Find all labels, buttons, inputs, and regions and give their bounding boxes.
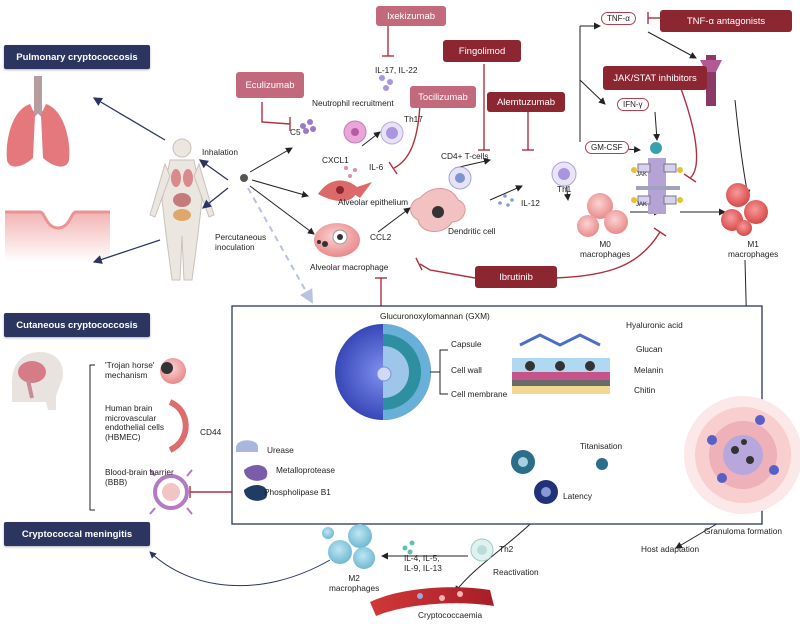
cytokine-dot	[402, 545, 408, 551]
il6-label: IL-6	[369, 162, 384, 172]
cd44-label: CD44	[200, 427, 222, 437]
cd4-tcells-label: CD4+ T-cells	[441, 151, 489, 161]
jak-label-2: JAK	[636, 202, 648, 208]
il12-label: IL-12	[521, 198, 540, 208]
granuloma-label: Granuloma formation	[704, 526, 782, 536]
jak-stat-inhibitors-box: JAK/STAT inhibitors	[603, 66, 707, 90]
receptor-illustrations	[631, 55, 722, 214]
alveolar-epithelium-label: Alveolar epithelium	[338, 197, 409, 207]
cryptococcus-panel	[231, 305, 763, 525]
glucan-label: Glucan	[636, 344, 663, 354]
head-illustration	[12, 352, 64, 410]
latency-label: Latency	[563, 491, 593, 501]
cell-membrane-label: Cell membrane	[451, 389, 508, 399]
il4-il13-label: IL-4, IL-5, IL-9, IL-13	[404, 553, 442, 573]
dendritic-cell-label: Dendritic cell	[448, 226, 496, 236]
cytokine-dot	[407, 549, 413, 555]
th2-cell	[470, 538, 494, 562]
c5-label: C5	[290, 127, 301, 137]
percutaneous-label: Percutaneous inoculation	[215, 232, 267, 252]
tocilizumab-box: Tocilizumab	[410, 86, 476, 108]
blood-vessel-illustration	[370, 587, 494, 616]
capsule-label: Capsule	[451, 339, 482, 349]
reactivation-label: Reactivation	[493, 567, 539, 577]
melanin-label: Melanin	[634, 365, 664, 375]
ccl2-label: CCL2	[370, 232, 392, 242]
m2-label: M2 macrophages	[329, 573, 380, 593]
m0-label: M0 macrophages	[580, 239, 631, 259]
bbb-label: Blood-brain barrier (BBB)	[105, 467, 174, 487]
tnf-antagonists-box: TNF-α antagonists	[660, 10, 792, 32]
yeast-cell-illustration	[335, 324, 440, 420]
granuloma-illustration	[684, 396, 800, 514]
ixekizumab-box: Ixekizumab	[376, 6, 446, 26]
inhibition-lines	[189, 12, 698, 498]
alveolar-macrophage-label: Alveolar macrophage	[310, 262, 389, 272]
cell-wall-illustration	[512, 333, 610, 394]
body-arrows	[92, 97, 229, 264]
neutrophil-recruitment-label: Neutrophil recruitment	[312, 98, 394, 108]
alemtuzumab-box: Alemtuzumab	[487, 92, 565, 112]
brain-bracket	[89, 364, 95, 511]
il17-il22-label: IL-17, IL-22	[375, 65, 418, 75]
cryptococcaemia-label: Cryptococcaemia	[418, 610, 483, 620]
chitin-label: Chitin	[634, 385, 656, 395]
titanisation-label: Titanisation	[580, 441, 623, 451]
hyaluronic-acid-label: Hyaluronic acid	[626, 320, 683, 330]
hbmec-label: Human brain microvascular endothelial ce…	[105, 403, 165, 442]
inhalation-label: Inhalation	[202, 147, 238, 157]
jak-label-1: JAK	[636, 172, 648, 178]
m1-label: M1 macrophages	[728, 239, 779, 259]
virulence-factors	[236, 440, 608, 504]
m2-macrophages	[322, 524, 375, 569]
trojan-horse-label: 'Trojan horse' mechanism	[105, 360, 155, 380]
skin-illustration	[5, 210, 110, 262]
entry-point-dot	[240, 174, 248, 182]
human-body-illustration	[149, 138, 215, 281]
eculizumab-box: Eculizumab	[236, 72, 304, 98]
phospholipase-label: Phospholipase B1	[264, 487, 331, 497]
gxm-label: Glucuronoxylomannan (GXM)	[380, 311, 490, 321]
th2-label: Th2	[499, 544, 514, 554]
cxcl1-label: CXCL1	[322, 155, 349, 165]
cytokine-dot	[409, 540, 415, 546]
metalloprotease-label: Metalloprotease	[276, 465, 336, 475]
ibrutinib-box: Ibrutinib	[475, 266, 557, 288]
tnf-alpha-pill: TNF-α	[601, 12, 636, 25]
ifn-gamma-pill: IFN-γ	[617, 98, 649, 111]
urease-label: Urease	[267, 445, 294, 455]
lungs-illustration	[6, 76, 70, 167]
immune-cells	[300, 75, 768, 257]
th1-label: Th1	[557, 184, 572, 194]
cutaneous-header: Cutaneous cryptococcosis	[4, 313, 150, 337]
meningitis-header: Cryptococcal meningitis	[4, 522, 150, 546]
bbb-cells	[149, 358, 193, 515]
gm-csf-pill: GM-CSF	[585, 141, 629, 154]
yeast-bracket	[439, 349, 448, 395]
host-adaptation-label: Host adaptation	[641, 544, 700, 554]
pulmonary-header: Pulmonary cryptococcosis	[4, 45, 150, 69]
th17-label: Th17	[404, 114, 423, 124]
fingolimod-box: Fingolimod	[443, 40, 521, 62]
cell-wall-label: Cell wall	[451, 365, 482, 375]
